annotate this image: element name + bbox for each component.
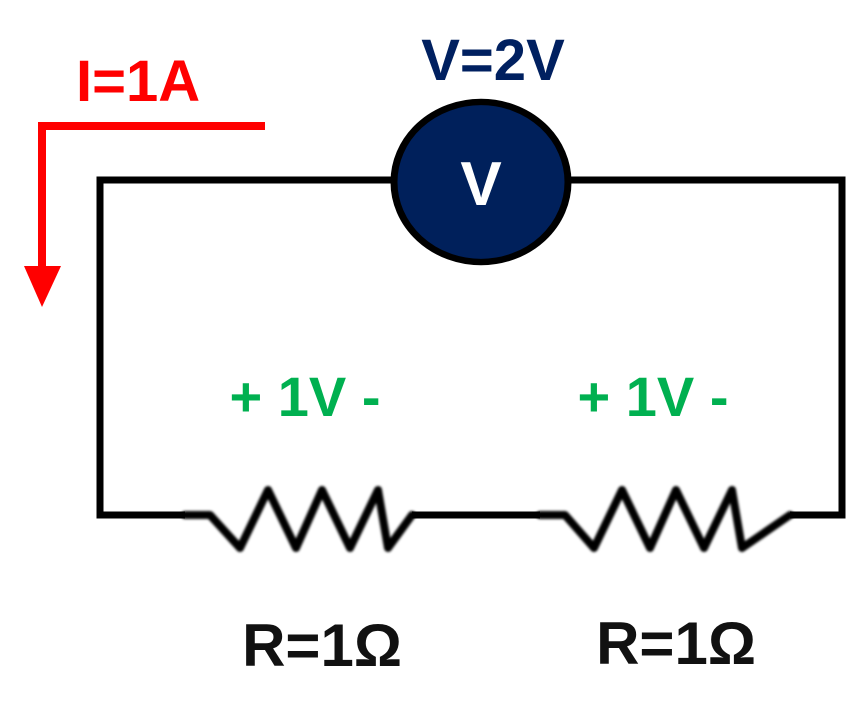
circuit-wires <box>96 176 846 519</box>
resistor-1-zigzag <box>181 486 416 552</box>
resistors <box>181 486 794 552</box>
current-label: I=1A <box>76 49 200 114</box>
voltmeter-symbol: V <box>460 150 501 219</box>
resistor-2-drop: + 1V - <box>578 365 729 428</box>
wire-left-top <box>96 176 393 519</box>
resistor-1-value: R=1Ω <box>242 612 402 679</box>
voltmeter-circle <box>390 98 572 266</box>
current-indicator: I=1A <box>24 49 265 307</box>
current-arrow-line <box>38 122 265 275</box>
wire-right-top <box>570 176 846 519</box>
resistor-2-zigzag <box>536 486 794 552</box>
voltmeter: V V=2V <box>390 28 572 266</box>
voltmeter-reading: V=2V <box>421 28 565 93</box>
resistor-2-value: R=1Ω <box>596 610 756 677</box>
resistor-1-drop: + 1V - <box>230 365 381 428</box>
current-arrow-head <box>24 266 61 307</box>
